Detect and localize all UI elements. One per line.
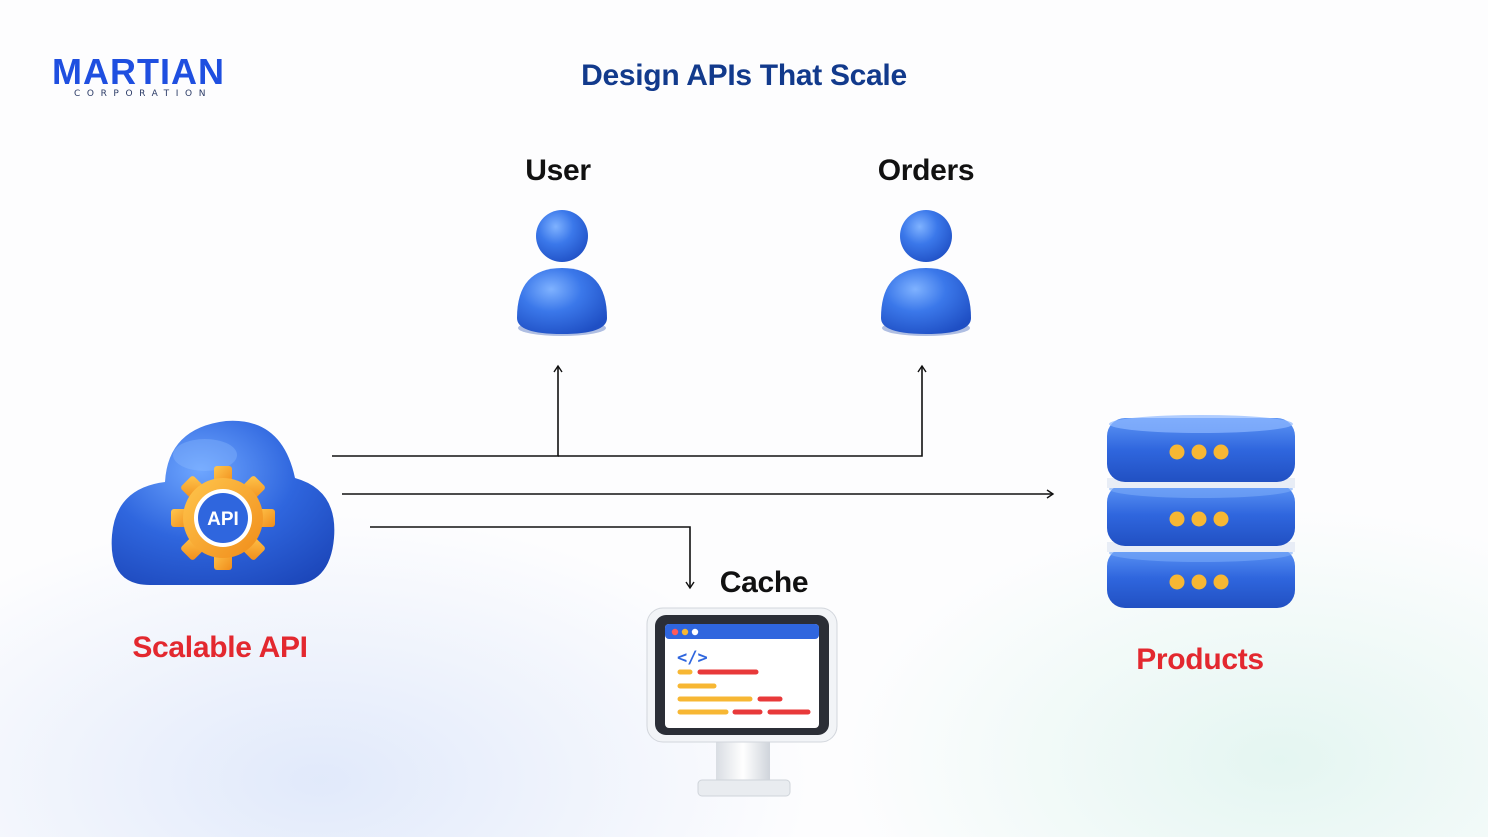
node-label-user: User bbox=[525, 154, 591, 187]
page-title: Design APIs That Scale bbox=[581, 59, 907, 92]
connector-user bbox=[332, 364, 563, 457]
gear-icon: API bbox=[171, 466, 275, 570]
api-badge-text: API bbox=[207, 509, 239, 530]
node-label-cache: Cache bbox=[719, 566, 809, 599]
code-tag-text: </> bbox=[677, 648, 708, 668]
monitor-icon: </> bbox=[646, 607, 838, 797]
connector-cache bbox=[370, 526, 695, 590]
cloud-api-icon: API bbox=[111, 420, 335, 585]
connectors bbox=[332, 364, 1055, 590]
connector-orders bbox=[558, 364, 927, 457]
logo-subtitle: CORPORATION bbox=[74, 89, 213, 99]
user-icon bbox=[517, 210, 607, 336]
orders-person-icon bbox=[881, 210, 971, 336]
node-label-products: Products bbox=[1136, 643, 1264, 676]
martian-logo: MARTIAN CORPORATION bbox=[52, 54, 242, 104]
database-icon bbox=[1107, 415, 1295, 608]
node-label-orders: Orders bbox=[877, 154, 975, 187]
node-label-scalable-api: Scalable API bbox=[132, 631, 308, 664]
logo-wordmark: MARTIAN bbox=[52, 51, 225, 92]
